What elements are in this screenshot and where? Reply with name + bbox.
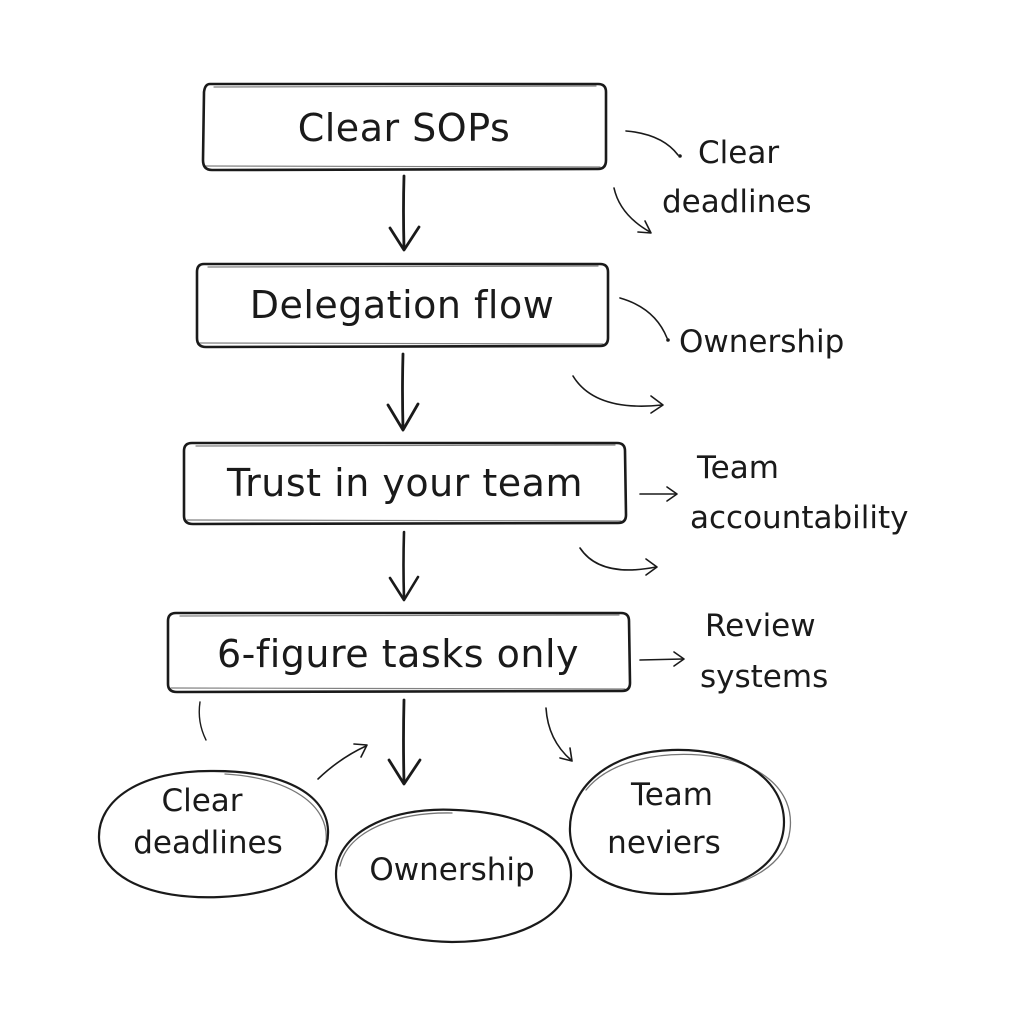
side-arrow [625, 130, 682, 158]
step-label: Clear SOPs [298, 106, 511, 150]
side-arrow [619, 297, 670, 342]
outcome-circle-clear-deadlines: Clear deadlines [97, 769, 330, 899]
outcome-circle-ownership: Ownership [334, 808, 573, 944]
step-label: Delegation flow [250, 283, 555, 327]
outcome-line: Ownership [369, 852, 534, 888]
down-arrow [388, 530, 420, 602]
side-note-line: systems [700, 659, 828, 695]
connector-line [198, 701, 207, 741]
side-arrow [545, 707, 573, 762]
side-arrow [579, 547, 658, 576]
side-note-line: Ownership [679, 324, 844, 360]
down-arrow [388, 174, 421, 252]
side-arrow [613, 187, 652, 234]
down-arrow [387, 698, 422, 786]
side-arrow [639, 486, 678, 502]
outcome-line: deadlines [133, 825, 283, 861]
step-box-trust-in-your-team: Trust in your team [182, 441, 628, 526]
outcome-line: Clear [161, 783, 242, 819]
step-label: Trust in your team [226, 461, 583, 505]
step-box-6-figure-tasks-only: 6-figure tasks only [166, 611, 632, 694]
side-note-line: Team [696, 450, 779, 486]
side-arrow [572, 375, 664, 414]
outcome-line: Team [630, 777, 713, 813]
step-box-delegation-flow: Delegation flow [195, 262, 610, 349]
side-arrow [639, 651, 685, 667]
step-box-clear-sops: Clear SOPs [201, 82, 608, 172]
step-label: 6-figure tasks only [217, 632, 579, 676]
side-note-line: Clear [698, 135, 779, 171]
side-arrow [317, 743, 368, 780]
outcome-circle-team-neviers: Team neviers [568, 748, 792, 896]
side-note-line: deadlines [662, 184, 812, 220]
down-arrow [386, 352, 420, 432]
side-note-line: accountability [690, 500, 909, 536]
outcome-line: neviers [607, 825, 721, 861]
side-note-line: Review [705, 608, 816, 644]
